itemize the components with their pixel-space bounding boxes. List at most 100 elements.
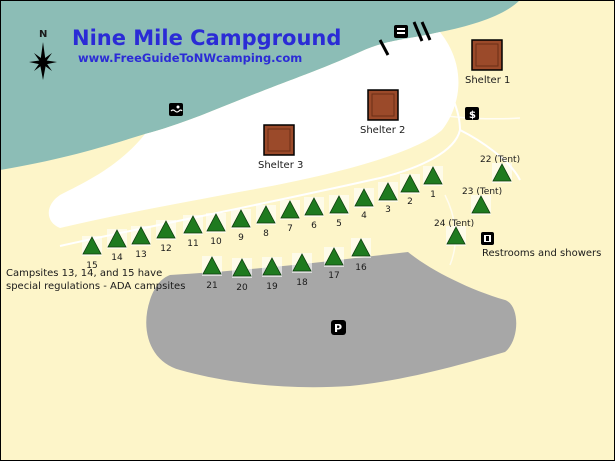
tent-icon [304,197,324,216]
campsite-2: 2 [400,174,420,207]
campsite-11: 11 [183,215,203,249]
tent-icon [232,258,252,277]
compass-north-label: N [39,29,47,40]
shelter-icon [367,89,399,121]
campsite-12: 12 [156,220,176,254]
campsite-label: 4 [361,211,367,221]
shelter-3-label: Shelter 3 [258,160,303,171]
tent-icon [280,200,300,219]
campsite-label: 10 [210,237,222,247]
campsite-9: 9 [231,209,251,243]
campsite-19: 19 [262,257,282,292]
tent-icon [262,257,282,276]
campsite-label: 23 (Tent) [462,187,502,197]
campsite-label: 11 [187,239,198,249]
campsite-14: 14 [107,229,127,263]
restrooms-label: Restrooms and showers [482,248,601,259]
campsite-17: 17 [324,247,344,281]
campsite-8: 8 [256,205,276,239]
campsite-label: 14 [111,253,123,263]
tent-icon [378,182,398,201]
campsite-label: 20 [236,283,248,293]
campsite-13: 13 [131,226,151,260]
tent-icon [471,195,491,214]
campsite-label: 7 [287,224,293,234]
campsite-label: 21 [206,281,217,291]
campsite-15: 15 [82,236,102,271]
campsite-label: 8 [263,229,269,239]
campsite-label: 24 (Tent) [434,219,474,229]
fee-symbol: $ [469,110,476,121]
campsite-label: 13 [135,250,146,260]
shelter-3: Shelter 3 [258,124,303,171]
tent-icon [400,174,420,193]
campsite-label: 15 [86,261,97,271]
parking-lot [146,252,517,388]
tent-icon [324,247,344,266]
shelter-icon [263,124,295,156]
shelter-1: Shelter 1 [465,39,510,86]
campsite-label: 12 [160,244,171,254]
campsite-label: 5 [336,219,342,229]
campsite-1: 1 [423,166,443,200]
campsite-24: 24 (Tent) [434,219,474,246]
map-title: Nine Mile Campground [72,26,341,50]
tent-icon [202,256,222,275]
tent-icon [351,238,371,257]
ada-note-line2: special regulations - ADA campsites [6,281,185,292]
restroom-icon [481,232,494,245]
tent-icon [206,213,226,232]
boat-launch-icon [394,25,408,38]
campsite-label: 3 [385,205,391,215]
tent-icon [231,209,251,228]
campsite-4: 4 [354,188,374,221]
tent-icon [492,163,512,182]
tent-icon [446,226,466,245]
campsite-18: 18 [292,253,312,288]
campsite-22: 22 (Tent) [480,155,520,183]
shelter-icon [471,39,503,71]
river-water [0,0,520,170]
campsite-16: 16 [351,238,371,273]
tent-icon [156,220,176,239]
campsite-3: 3 [378,182,398,215]
campsite-20: 20 [232,258,252,293]
campsite-label: 2 [407,197,413,207]
tent-icon [329,195,349,214]
tent-icon [183,215,203,234]
campsite-label: 1 [430,190,436,200]
beach-area [48,32,459,228]
tent-icon [107,229,127,248]
campsite-label: 6 [311,221,317,231]
fee-station-icon: $ [465,107,479,121]
campsite-label: 19 [266,282,278,292]
tent-icon [354,188,374,207]
campsite-7: 7 [280,200,300,234]
tent-icon [423,166,443,185]
swimming-icon [169,103,183,116]
campsite-6: 6 [304,197,324,231]
campsite-5: 5 [329,195,349,229]
campsite-21: 21 [202,256,222,291]
tent-icon [292,253,312,272]
tent-icon [82,236,102,255]
shelter-2: Shelter 2 [360,89,405,136]
parking-icon: P [331,320,346,335]
ada-note-line1: Campsites 13, 14, and 15 have [6,268,162,279]
website-url: www.FreeGuideToNWcamping.com [78,51,302,65]
campsite-23: 23 (Tent) [462,187,502,215]
campsite-label: 17 [328,271,339,281]
campsite-label: 18 [296,278,308,288]
campsite-label: 9 [238,233,244,243]
shelter-2-label: Shelter 2 [360,125,405,136]
compass-rose-icon: N [29,29,57,80]
campsite-10: 10 [206,213,226,247]
tent-icon [256,205,276,224]
campsite-label: 16 [355,263,367,273]
parking-symbol: P [334,322,342,335]
campsite-label: 22 (Tent) [480,155,520,165]
tent-icon [131,226,151,245]
